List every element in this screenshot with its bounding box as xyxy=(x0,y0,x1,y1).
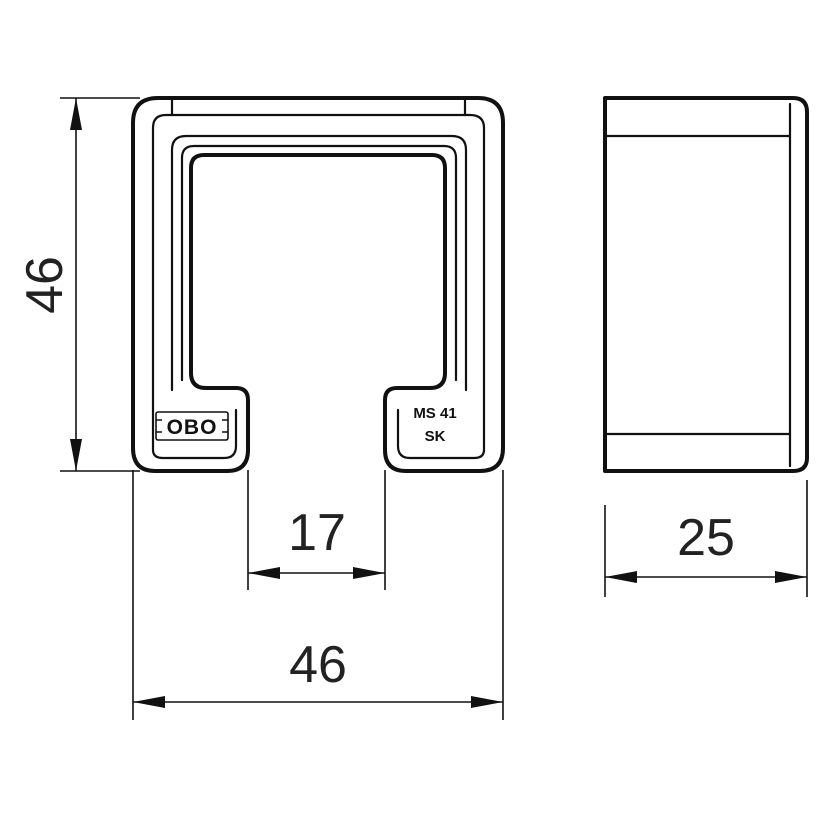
dimension-width: 46 xyxy=(132,470,504,720)
dimension-opening: 17 xyxy=(247,470,386,590)
depth-label: 25 xyxy=(677,509,735,567)
width-label: 46 xyxy=(289,636,347,694)
logo-text: OBO xyxy=(167,416,218,439)
obo-logo: OBO xyxy=(155,411,229,441)
product-mark-line1: MS 41 xyxy=(413,405,456,422)
front-rim-line xyxy=(151,113,486,452)
product-mark-line2: SK xyxy=(425,428,446,445)
opening-arrow-left xyxy=(248,567,280,579)
opening-label: 17 xyxy=(288,504,346,562)
depth-arrow-left xyxy=(605,571,637,583)
front-view: OBO MS 41 SK xyxy=(131,96,505,473)
front-left-foot xyxy=(151,408,238,460)
logo-frame xyxy=(155,411,229,441)
logo-backing xyxy=(162,416,222,436)
width-arrow-right xyxy=(471,696,503,708)
depth-arrow-right xyxy=(775,571,807,583)
height-arrow-top xyxy=(70,98,82,130)
width-arrow-left xyxy=(133,696,165,708)
front-outer-contour xyxy=(131,96,505,473)
side-view xyxy=(603,96,809,473)
side-outer-contour xyxy=(603,96,809,473)
dimension-height: 46 xyxy=(16,97,140,472)
front-right-foot xyxy=(396,408,486,460)
dimension-depth: 25 xyxy=(604,480,808,597)
height-label: 46 xyxy=(16,256,74,314)
front-inner-contour-2 xyxy=(180,144,458,382)
opening-arrow-right xyxy=(353,567,385,579)
front-inner-contour xyxy=(170,134,468,392)
height-arrow-bottom xyxy=(70,439,82,471)
